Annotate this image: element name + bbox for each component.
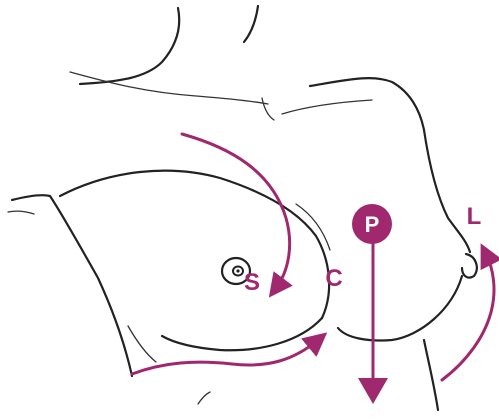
left-breast-medial [296,204,330,250]
right-clavicle [282,100,372,114]
right-breast-upper-contour [424,130,470,252]
torso-bottom-mark [198,392,210,404]
neck-right-contour [244,6,258,42]
posterior-arrowhead [358,378,388,404]
right-torso-side [424,340,438,410]
right-breast-lower-contour [338,276,462,341]
left-arm-contour [12,195,132,376]
right-nipple [462,254,477,278]
superior-arrow [182,134,290,288]
sternal-notch [262,98,274,120]
posterior-badge: P [352,204,392,244]
lateral-arrow [442,254,494,380]
neck-left-contour [80,8,179,84]
left-breast-lower-contour [162,318,322,350]
left-clavicle [70,72,268,104]
left-breast-inframammary [128,326,156,362]
central-arrow [132,340,318,374]
label-superior: S [244,269,260,296]
direction-arrows [132,134,494,404]
label-posterior: P [365,212,380,237]
label-lateral: L [467,203,482,230]
label-central: C [325,265,342,292]
left-arm-inner [8,211,34,214]
torso-sketch [8,6,477,410]
